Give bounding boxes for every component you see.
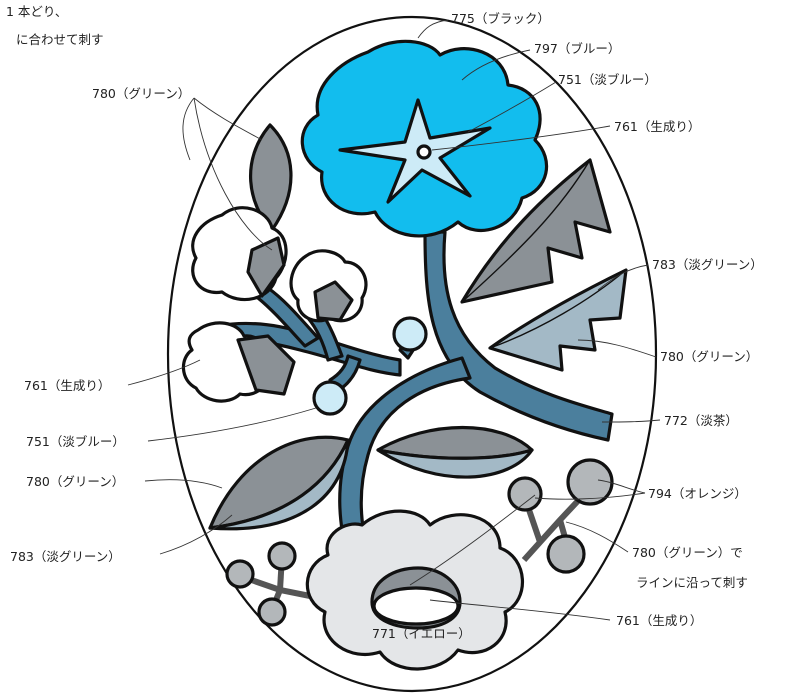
- label-lightblue-751-left: 751（淡ブルー）: [26, 434, 125, 449]
- leader-lines: [127, 19, 661, 621]
- label-black-775: 775（ブラック）: [451, 11, 550, 26]
- label-lightblue-751-top: 751（淡ブルー）: [558, 72, 657, 87]
- branch-bud: [306, 308, 344, 362]
- label-green-780-line-1: 780（グリーン）で: [632, 545, 743, 560]
- main-stem-upper: [423, 230, 614, 442]
- yellow-flower-center: [372, 586, 460, 626]
- label-yellow-771: 771（イエロー）: [372, 626, 471, 641]
- label-cream-761-bottom: 761（生成り）: [616, 613, 702, 628]
- header-note-line-1: 1 本どり、: [6, 4, 67, 19]
- branch-upper-left: [256, 286, 320, 348]
- berry-left-3: [257, 597, 287, 627]
- cotton-boll-1-calyx: [246, 236, 286, 298]
- label-lightgreen-783-right: 783（淡グリーン）: [652, 257, 763, 272]
- berry-left-2: [267, 541, 297, 571]
- label-orange-794: 794（オレンジ）: [648, 486, 747, 501]
- header-note-line-2: に合わせて刺す: [16, 32, 104, 47]
- label-green-780-top: 780（グリーン）: [92, 86, 190, 101]
- label-green-780-right: 780（グリーン）: [660, 349, 758, 364]
- berries-right: [507, 458, 614, 574]
- berry-lower: [546, 534, 586, 574]
- right-leaf-upper-midrib: [461, 159, 591, 303]
- berry-medium: [507, 476, 543, 512]
- bud-left: [312, 380, 348, 416]
- label-green-780-left: 780（グリーン）: [26, 474, 124, 489]
- flower-center: [416, 144, 432, 160]
- berries-left: [225, 541, 321, 627]
- label-blue-797: 797（ブルー）: [534, 41, 620, 56]
- cotton-bolls: [181, 206, 368, 403]
- cotton-boll-3-calyx: [236, 334, 296, 396]
- right-leaf-lower-midrib: [489, 269, 627, 349]
- bud-top: [392, 316, 428, 352]
- berry-left-1: [225, 559, 255, 589]
- label-cream-761-left: 761（生成り）: [24, 378, 110, 393]
- label-cream-761-top: 761（生成り）: [614, 119, 700, 134]
- right-leaf-bottom-half: [376, 448, 534, 479]
- left-leaf-bottom-half: [208, 438, 350, 531]
- berry-large: [566, 458, 614, 506]
- cotton-boll-2-calyx: [313, 280, 354, 322]
- label-green-780-line-2: ラインに沿って刺す: [636, 575, 748, 590]
- label-tea-772: 772（淡茶）: [664, 413, 738, 428]
- label-lightgreen-783-left: 783（淡グリーン）: [10, 549, 121, 564]
